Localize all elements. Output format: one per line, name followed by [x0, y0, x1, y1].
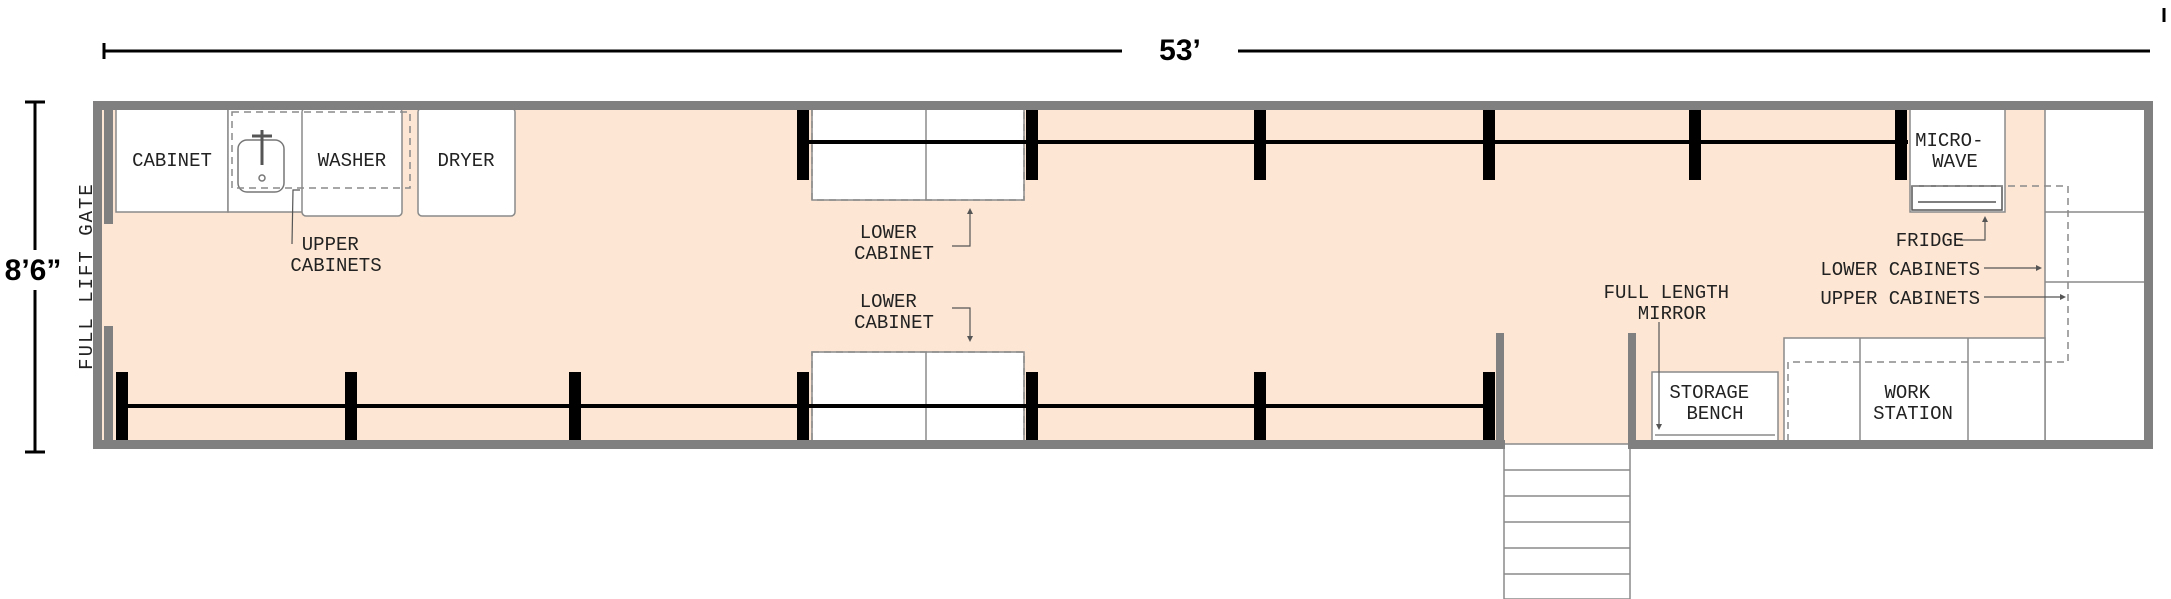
entry-stairs	[1503, 443, 1631, 599]
right-cabinet-column	[2044, 107, 2148, 445]
full-lift-gate-label: FULL LIFT GATE	[76, 182, 98, 370]
height-dimension: 8’6”	[2, 100, 66, 454]
bottom-rail	[116, 372, 1495, 440]
door-jamb-right	[1628, 333, 1636, 449]
lift-gate-left	[104, 108, 113, 224]
storage-bench-box	[1651, 371, 1779, 445]
upper-cabinets-right-label: UPPER CABINETS	[1820, 288, 1980, 310]
microwave-label: MICRO- WAVE	[1915, 130, 1995, 173]
cabinet-box	[115, 107, 229, 213]
labels: FULL LIFT GATE CABINET WASHER DRYER UPPE…	[76, 130, 1995, 425]
lower-cabinet-top-box	[811, 107, 1025, 201]
microwave-detail	[1911, 185, 2003, 211]
door-jamb-left	[1496, 333, 1504, 449]
lower-cabinets-right-label: LOWER CABINETS	[1820, 259, 1980, 281]
sink-counter	[227, 107, 305, 213]
length-label: 53’	[1159, 34, 1201, 67]
full-length-mirror-label: FULL LENGTH MIRROR	[1604, 282, 1741, 325]
height-label: 8’6”	[5, 254, 62, 287]
work-station-box	[1783, 337, 2046, 445]
callout-leaders	[291, 189, 2064, 428]
dryer-label: DRYER	[437, 150, 494, 172]
fixtures	[115, 107, 2148, 599]
microwave-box	[1909, 107, 2006, 213]
callout-arrowheads	[967, 208, 2066, 430]
walls	[93, 101, 2153, 449]
washer-label: WASHER	[318, 150, 386, 172]
lower-cabinet-top-label: LOWER CABINET	[854, 222, 934, 265]
lower-cabinet-mid-label: LOWER CABINET	[854, 291, 934, 334]
lower-cabinet-bottom-box	[811, 351, 1025, 443]
sink	[237, 130, 285, 193]
work-station-label: WORK STATION	[1873, 382, 1953, 425]
storage-bench-label: STORAGE BENCH	[1669, 382, 1760, 425]
top-rail	[797, 110, 1908, 180]
fridge-label: FRIDGE	[1896, 230, 1964, 252]
lift-gate-right	[104, 326, 113, 442]
cabinet-label: CABINET	[132, 150, 212, 172]
upper-cabinets-left-label: UPPER CABINETS	[290, 234, 381, 277]
length-dimension: 53’	[102, 8, 2166, 67]
